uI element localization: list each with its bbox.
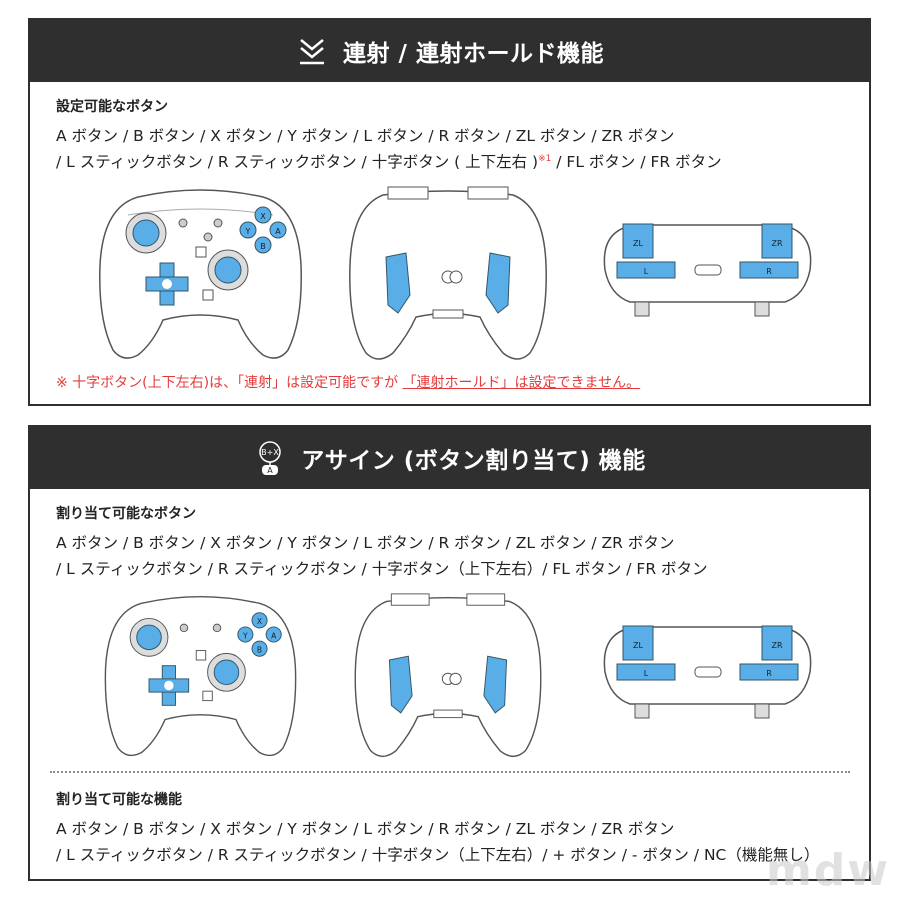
settable-buttons-line1: A ボタン / B ボタン / X ボタン / Y ボタン / L ボタン / … <box>56 127 675 145</box>
controller-back-illustration-2 <box>354 593 542 758</box>
x-label: X <box>260 212 266 221</box>
assign-title: アサイン (ボタン割り当て) 機能 <box>301 448 646 474</box>
x-label-2: X <box>257 617 262 626</box>
assignable-functions-line2: / L スティックボタン / R スティックボタン / 十字ボタン（上下左右）/… <box>56 846 820 864</box>
watermark-logo: mdw <box>766 845 890 896</box>
footnote-marker: ※1 <box>538 153 552 164</box>
rapid-fire-title: 連射 / 連射ホールド機能 <box>343 41 604 67</box>
assign-header: B+X A アサイン (ボタン割り当て) 機能 <box>30 427 869 489</box>
zr-label-2: ZR <box>771 641 782 650</box>
settable-buttons-line2-tail: / FL ボタン / FR ボタン <box>551 153 722 171</box>
zl-label-2: ZL <box>633 641 643 650</box>
assignable-functions-heading: 割り当て可能な機能 <box>56 792 182 808</box>
zl-label: ZL <box>633 239 643 248</box>
l-label-2: L <box>644 669 649 678</box>
rapid-fire-panel: 連射 / 連射ホールド機能 設定可能なボタン A ボタン / B ボタン / X… <box>28 18 871 406</box>
settable-buttons-heading: 設定可能なボタン <box>56 99 168 115</box>
y-label-2: Y <box>242 631 248 640</box>
y-label: Y <box>245 227 251 236</box>
controller-top-illustration-2: ZL ZR L R <box>603 625 812 719</box>
assign-icon-top-text: B+X <box>261 448 279 457</box>
assign-icon-bottom-text: A <box>267 466 273 475</box>
assignable-buttons-line2: / L スティックボタン / R スティックボタン / 十字ボタン（上下左右）/… <box>56 560 708 578</box>
r-label: R <box>766 267 772 276</box>
assignable-buttons-heading: 割り当て可能なボタン <box>56 506 196 522</box>
zr-label: ZR <box>771 239 782 248</box>
controller-back-illustration <box>349 186 547 360</box>
b-label: B <box>260 242 266 251</box>
assign-combo-icon: B+X A <box>253 441 287 475</box>
section-divider <box>50 771 850 773</box>
settable-buttons-line2: / L スティックボタン / R スティックボタン / 十字ボタン ( 上下左右… <box>56 150 722 172</box>
r-label-2: R <box>766 669 772 678</box>
note-underlined: 「連射ホールド」は設定できません。 <box>402 375 641 391</box>
assignable-functions-line1: A ボタン / B ボタン / X ボタン / Y ボタン / L ボタン / … <box>56 820 675 838</box>
face-buttons: X Y A B <box>239 206 287 254</box>
l-label: L <box>644 267 649 276</box>
controller-front-illustration-2: X Y A B <box>104 596 297 757</box>
controller-front-illustration: X Y A B <box>99 189 302 359</box>
assign-panel: B+X A アサイン (ボタン割り当て) 機能 割り当て可能なボタン A ボタン… <box>28 425 871 881</box>
controller-top-illustration: ZL ZR L R <box>603 223 812 317</box>
a-label-2: A <box>271 631 277 640</box>
rapid-fire-header: 連射 / 連射ホールド機能 <box>30 20 869 82</box>
settable-buttons-line2-main: / L スティックボタン / R スティックボタン / 十字ボタン ( 上下左右… <box>56 153 539 171</box>
dpad-rapid-fire-note: ※ 十字ボタン(上下左右)は、「連射」は設定可能ですが 「連射ホールド」は設定で… <box>56 372 640 392</box>
note-prefix: ※ 十字ボタン(上下左右)は、「連射」は設定可能ですが <box>56 375 403 391</box>
double-chevron-down-icon <box>295 34 329 68</box>
b-label-2: B <box>257 645 262 654</box>
assignable-buttons-line1: A ボタン / B ボタン / X ボタン / Y ボタン / L ボタン / … <box>56 534 675 552</box>
a-label: A <box>275 227 281 236</box>
